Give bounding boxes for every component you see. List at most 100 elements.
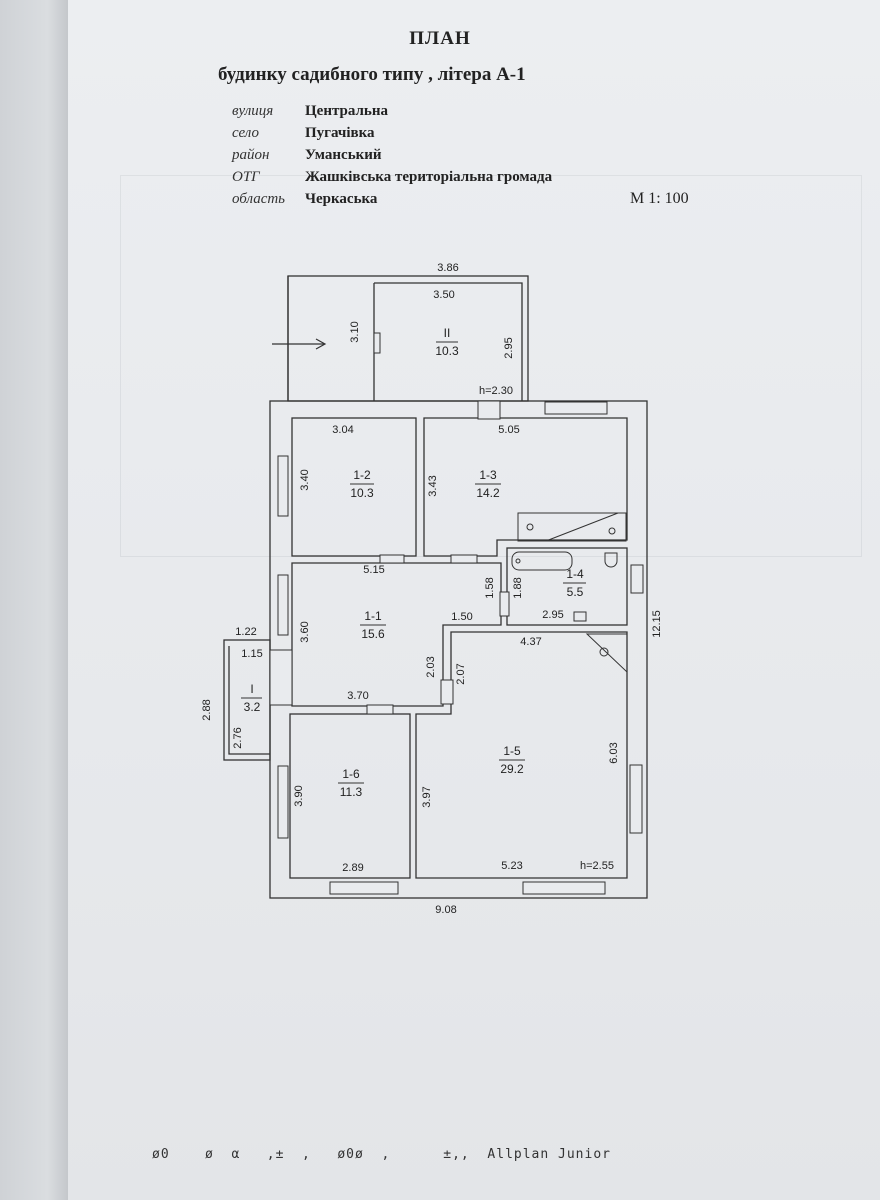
software-footer: ø0 ø α ,± , ø0ø , ±,, Allplan Junior — [152, 1147, 611, 1162]
room-area: 10.3 — [435, 344, 459, 358]
address-value: Уманський — [305, 146, 382, 163]
dimension-label: 5.23 — [501, 860, 522, 872]
document-sheet — [68, 0, 880, 1200]
address-row-community: ОТГ Жашківська територіальна громада — [232, 166, 552, 188]
flue-icon — [599, 647, 609, 657]
document-title: ПЛАН — [409, 28, 471, 49]
address-label: район — [232, 146, 270, 163]
address-row-region: область Черкаська — [232, 188, 552, 210]
dimension-label: 3.60 — [299, 621, 311, 642]
window-icon — [277, 765, 289, 839]
address-label: ОТГ — [232, 168, 260, 185]
dimension-label: 3.90 — [293, 785, 305, 806]
room-1-2-outline — [291, 417, 417, 557]
dimension-label: 3.86 — [437, 262, 458, 274]
address-label: село — [232, 124, 259, 141]
room-1-1-outline — [291, 562, 502, 707]
address-value: Жашківська територіальна громада — [305, 168, 553, 185]
door-icon — [366, 704, 394, 715]
window-icon — [277, 455, 289, 517]
dimension-label: 3.50 — [433, 289, 454, 301]
dimension-label: 3.04 — [332, 424, 353, 436]
chimney-icon — [585, 633, 628, 674]
room-area: 3.2 — [244, 700, 261, 714]
window-icon — [630, 564, 644, 594]
address-row-district: район Уманський — [232, 144, 552, 166]
room-id: 1-1 — [364, 609, 382, 623]
dimension-label: 2.07 — [455, 663, 467, 684]
address-value: Черкаська — [305, 190, 378, 207]
burner-icon — [608, 527, 616, 535]
window-icon — [522, 881, 606, 895]
room-id: II — [444, 326, 451, 340]
dimension-label: 1.58 — [484, 577, 496, 598]
counter-diagonal — [545, 512, 619, 542]
room-id: 1-3 — [479, 468, 497, 482]
dimension-label: 12.15 — [651, 610, 663, 638]
porch-inner-wall — [228, 646, 270, 755]
door-icon — [269, 649, 293, 706]
address-row-street: вулиця Центральна — [232, 100, 552, 122]
dimension-label: 2.95 — [503, 337, 515, 358]
dimension-label: 2.76 — [232, 727, 244, 748]
room-area: 15.6 — [361, 627, 385, 641]
dimension-label: h=2.30 — [479, 385, 513, 397]
dimension-label: 5.05 — [498, 424, 519, 436]
window-icon — [329, 881, 399, 895]
document-subtitle: будинку садибного типу , літера А-1 — [218, 64, 526, 85]
windows-doors — [269, 332, 644, 895]
window-icon — [277, 574, 289, 636]
dimension-label: 2.89 — [342, 862, 363, 874]
annex-outline — [287, 275, 529, 402]
address-value: Пугачівка — [305, 124, 375, 141]
address-value: Центральна — [305, 102, 388, 119]
room-id: 1-4 — [566, 567, 584, 581]
door-icon — [379, 554, 405, 564]
room-id: I — [250, 682, 253, 696]
room-1-6-outline — [289, 713, 411, 879]
address-label: вулиця — [232, 102, 274, 119]
room-1-3-outline — [423, 417, 628, 557]
address-block: вулиця Центральна село Пугачівка район У… — [232, 100, 552, 210]
fixtures — [511, 512, 628, 674]
toilet-icon — [604, 552, 618, 568]
dimension-label: 2.95 — [542, 609, 563, 621]
dimension-label: h=2.55 — [580, 860, 614, 872]
dimension-label: 3.70 — [347, 690, 368, 702]
room-1-4-outline — [506, 547, 628, 626]
door-icon — [450, 554, 478, 564]
room-area: 10.3 — [350, 486, 374, 500]
address-row-village: село Пугачівка — [232, 122, 552, 144]
room-area: 29.2 — [500, 762, 524, 776]
window-icon — [629, 764, 643, 834]
room-id: 1-5 — [503, 744, 521, 758]
arrow-head-icon — [315, 338, 327, 350]
dimension-label: 3.43 — [427, 475, 439, 496]
room-1-5-outline — [415, 631, 628, 879]
sink-icon — [573, 611, 587, 622]
door-icon — [477, 400, 501, 420]
dimension-label: 6.03 — [608, 742, 620, 763]
room-id: 1-2 — [353, 468, 371, 482]
drain-icon — [515, 558, 521, 564]
dimension-label: 9.08 — [435, 904, 456, 916]
dimension-label: 1.22 — [235, 626, 256, 638]
walls — [223, 275, 648, 899]
door-icon — [499, 591, 510, 617]
room-id: 1-6 — [342, 767, 360, 781]
dimension-label: 1.15 — [241, 648, 262, 660]
dimension-label: 2.88 — [201, 699, 213, 720]
house-outline — [269, 400, 648, 899]
dimension-label: 2.03 — [425, 656, 437, 677]
door-icon — [440, 679, 454, 705]
dimension-label: 3.40 — [299, 469, 311, 490]
dimension-label: 1.50 — [451, 611, 472, 623]
room-area: 5.5 — [567, 585, 584, 599]
dimension-label: 5.15 — [363, 564, 384, 576]
window-icon — [544, 401, 608, 415]
room-labels: II 10.3 1-2 10.3 1-3 14.2 1-4 5.5 1-1 15… — [244, 326, 584, 799]
room-area: 11.3 — [340, 785, 363, 799]
burner-icon — [526, 523, 534, 531]
address-label: область — [232, 190, 286, 207]
